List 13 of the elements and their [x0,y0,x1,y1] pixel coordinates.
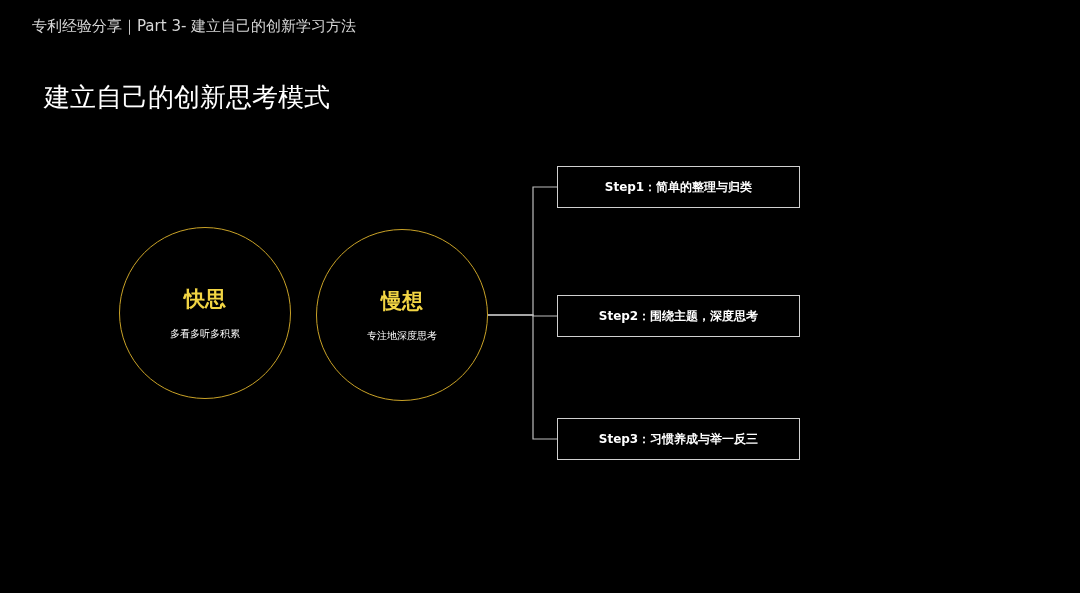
slide-title: 建立自己的创新思考模式 [44,81,330,114]
step-label: Step2：围绕主题，深度思考 [598,307,759,325]
node-heading: 慢想 [381,288,423,315]
step-label: Step3：习惯养成与举一反三 [598,430,759,448]
node-heading: 快思 [184,286,226,313]
step-box [557,418,800,460]
node-subtitle: 多看多听多积累 [170,327,240,341]
connector-line [487,314,558,440]
step-label: Step1：简单的整理与归类 [604,178,753,196]
header-text: 专利经验分享｜Part 3- 建立自己的创新学习方法 [32,17,357,36]
step-box [557,166,800,208]
node-subtitle: 专注地深度思考 [367,329,437,343]
step-box [557,295,800,337]
